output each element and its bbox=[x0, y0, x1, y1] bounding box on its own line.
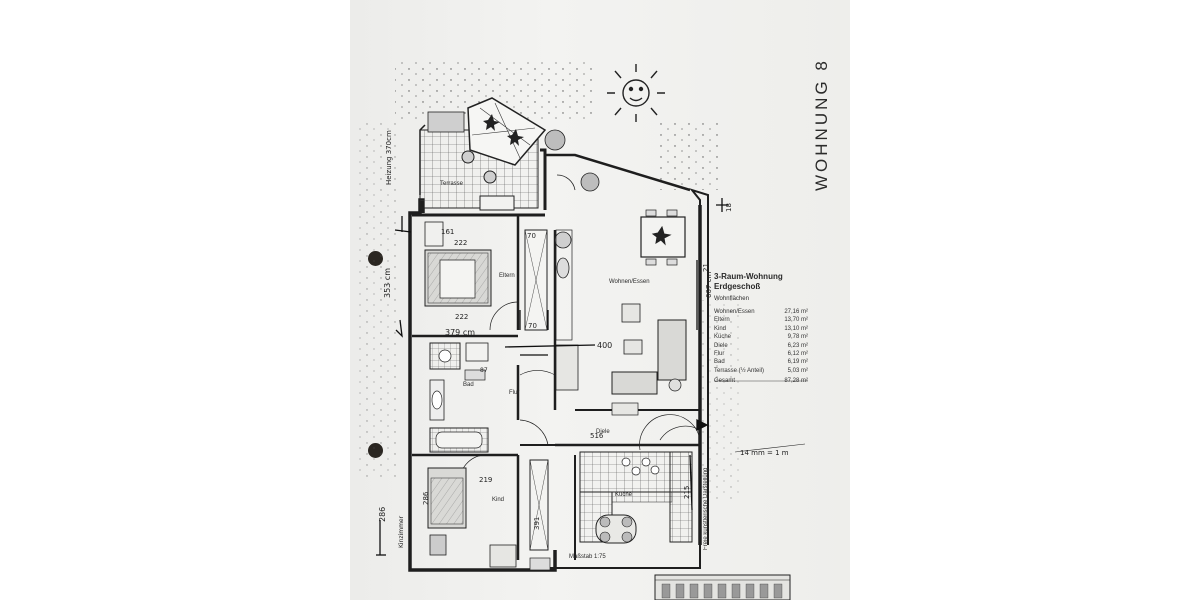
note-18: 18 bbox=[725, 203, 733, 212]
note-scale-legend: 14 mm = 1 m bbox=[740, 449, 789, 457]
room-label-diele: Diele bbox=[596, 429, 610, 435]
legend-underline bbox=[734, 443, 806, 453]
area-row-value: 9,78 m² bbox=[787, 334, 808, 341]
note-kinzimmer: Kinzimmer bbox=[398, 515, 405, 548]
area-row: Eltern 13,70 m² bbox=[714, 317, 808, 325]
eltern-furniture bbox=[424, 221, 572, 331]
note-607: 607 cm bbox=[705, 271, 713, 298]
area-total-row: Gesamt 87,28 m² bbox=[714, 378, 808, 386]
note-516: 516 bbox=[590, 432, 604, 440]
terrace bbox=[419, 97, 600, 211]
room-label-wohnen: Wohnen/Essen bbox=[609, 279, 650, 285]
side-note: Freie künstlerische Darstellung bbox=[703, 467, 709, 550]
note-heizung: Heizung 370cm bbox=[385, 130, 393, 185]
area-row-value: 5,03 m² bbox=[787, 367, 808, 374]
note-161: 161 bbox=[441, 228, 455, 236]
building-elevation bbox=[654, 574, 791, 600]
room-label-bad: Bad bbox=[463, 382, 474, 388]
area-row-value: 6,12 m² bbox=[787, 351, 808, 357]
bathroom-fixtures bbox=[429, 342, 489, 453]
kind-furniture bbox=[427, 459, 551, 571]
area-row-name: Küche bbox=[714, 334, 732, 341]
room-label-flur: Flur bbox=[509, 390, 520, 396]
note-286-outer: 286 bbox=[378, 506, 387, 522]
apartment-floor: Erdgeschoß bbox=[714, 282, 761, 291]
note-222-bottom: 222 bbox=[455, 313, 469, 321]
area-row: Küche 9,78 m² bbox=[714, 334, 808, 342]
note-215: 215 bbox=[683, 485, 691, 499]
sun-drawing bbox=[607, 64, 665, 122]
note-70-top: 70 bbox=[527, 232, 536, 240]
area-row-value: 6,23 m² bbox=[787, 342, 808, 349]
area-row-name: Eltern bbox=[714, 317, 730, 324]
room-label-terrasse: Terrasse bbox=[440, 181, 464, 187]
area-row: Wohnen/Essen 27,16 m² bbox=[714, 309, 808, 317]
handwritten-dimension-lines bbox=[376, 198, 728, 556]
note-219: 219 bbox=[479, 476, 493, 484]
note-21: 21 bbox=[702, 263, 710, 272]
note-391: 391 bbox=[533, 516, 541, 530]
scale-label: Maßstab 1:75 bbox=[569, 554, 606, 560]
apartment-type: 3-Raum-Wohnung bbox=[714, 272, 783, 281]
area-row-value: 6,19 m² bbox=[787, 359, 808, 366]
note-400: 400 bbox=[597, 341, 613, 350]
page-title: WOHNUNG 8 bbox=[812, 58, 831, 192]
area-total-label: Gesamt bbox=[714, 378, 736, 384]
area-total-value: 87,28 m² bbox=[784, 378, 808, 384]
note-353: 353 cm bbox=[383, 267, 392, 298]
area-row: Terrasse (½ Anteil) 5,03 m² bbox=[714, 368, 808, 376]
room-label-kueche: Küche bbox=[615, 492, 633, 498]
area-row: Bad 6,19 m² bbox=[714, 359, 808, 367]
area-row-value: 13,10 m² bbox=[784, 325, 808, 332]
note-222-top: 222 bbox=[454, 239, 468, 247]
area-row-name: Bad bbox=[714, 359, 725, 366]
area-section-title: Wohnflächen bbox=[714, 296, 749, 302]
note-87: 87 bbox=[480, 367, 488, 374]
area-row: Kind 13,10 m² bbox=[714, 326, 808, 334]
interior-walls bbox=[412, 215, 701, 560]
area-row-value: 13,70 m² bbox=[784, 317, 808, 324]
note-379: 379 cm bbox=[445, 328, 476, 337]
room-label-kind: Kind bbox=[492, 497, 505, 503]
area-row-value: 27,16 m² bbox=[784, 309, 808, 315]
area-row: Diele 6,23 m² bbox=[714, 343, 808, 351]
area-row-name: Diele bbox=[714, 342, 728, 349]
note-286-inner: 286 bbox=[422, 491, 430, 505]
living-furniture bbox=[555, 209, 687, 416]
area-row-name: Wohnen/Essen bbox=[714, 309, 755, 315]
note-70-bottom: 70 bbox=[528, 322, 537, 330]
area-row: Flur 6,12 m² bbox=[714, 351, 808, 359]
room-label-eltern: Eltern bbox=[499, 273, 515, 279]
area-row-name: Terrasse (½ Anteil) bbox=[714, 367, 765, 374]
area-row-name: Kind bbox=[714, 325, 727, 332]
area-row-name: Flur bbox=[714, 351, 725, 357]
